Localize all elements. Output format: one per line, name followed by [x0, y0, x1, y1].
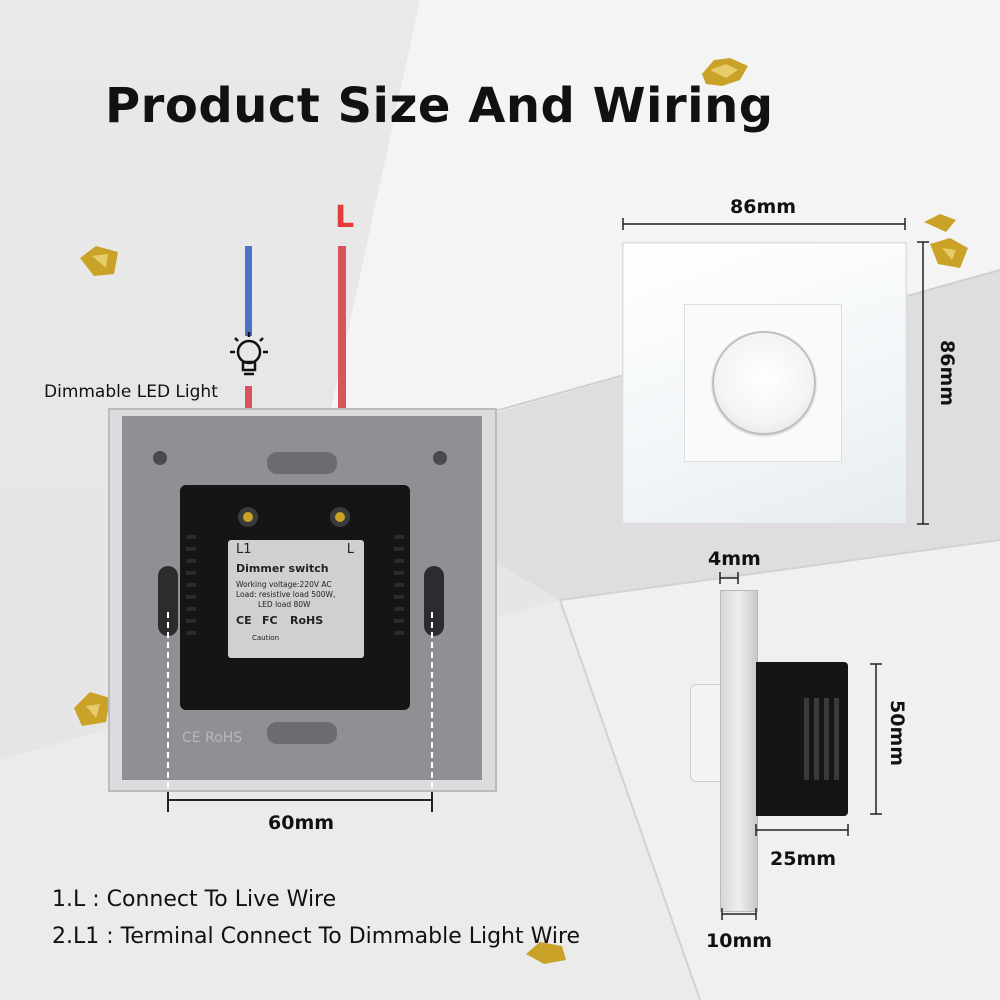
gold-flake-icon [80, 246, 118, 276]
spec-line-3: LED load 80W [258, 600, 311, 609]
spec-line-1: Working voltage:220V AC [236, 580, 332, 589]
dim-60mm-label: 60mm [268, 812, 335, 834]
gold-flake-icon [526, 942, 566, 964]
note-live-wire: 1.L : Connect To Live Wire [52, 887, 337, 912]
gold-flake-icon [924, 214, 968, 268]
dim-86mm-height-label: 86mm [936, 340, 958, 407]
dimension-lines-front [622, 218, 929, 525]
side-vents [804, 698, 839, 780]
note-light-wire: 2.L1 : Terminal Connect To Dimmable Ligh… [52, 924, 581, 949]
svg-text:CE RoHS: CE RoHS [182, 730, 242, 746]
module-spec-label: L1 L Dimmer switch Working voltage:220V … [228, 540, 364, 658]
mounting-holes: CE RoHS [153, 451, 447, 746]
module-heading: Dimmer switch [236, 562, 329, 575]
neutral-wire [245, 246, 252, 336]
terminal-l-label: L [346, 542, 354, 557]
dim-25mm-label: 25mm [770, 848, 837, 870]
dimension-lines-back [167, 612, 433, 812]
cert-ce: CE [236, 614, 252, 627]
side-module-body [756, 662, 848, 816]
dim-50mm-label: 50mm [886, 700, 908, 767]
terminal-l1-label: L1 [236, 542, 252, 557]
dim-10mm-label: 10mm [706, 930, 773, 952]
cert-rohs: RoHS [290, 614, 324, 627]
bg-panel-top [320, 0, 1000, 460]
page-title: Product Size And Wiring [105, 78, 774, 134]
dim-4mm-label: 4mm [708, 548, 761, 570]
module-vents [186, 507, 404, 635]
caution-text: Caution [252, 634, 280, 642]
cert-fc: FC [262, 614, 278, 627]
live-wire [338, 246, 346, 496]
dimmable-led-light-label: Dimmable LED Light [44, 382, 218, 402]
dimension-lines-side [719, 572, 882, 920]
light-bulb-icon [230, 332, 268, 376]
spec-line-2: Load: resistive load 500W, [236, 590, 336, 599]
dimmer-knob [712, 331, 816, 435]
gold-flake-icon [702, 58, 748, 86]
gold-flake-icon [74, 692, 110, 726]
dim-86mm-width-label: 86mm [730, 196, 797, 218]
live-wire-label: L [335, 200, 355, 235]
